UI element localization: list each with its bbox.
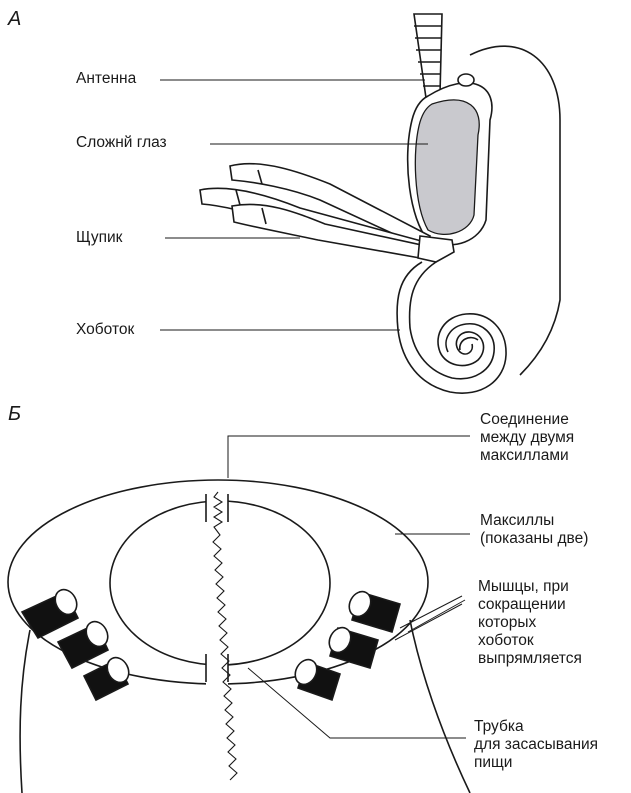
label-maxillae-joint: Соединение между двумя максиллами: [480, 411, 574, 465]
panel-a-drawing: [160, 14, 560, 393]
ocellus: [458, 74, 474, 86]
label-muscles: Мышцы, при сокращении которых хоботок вы…: [478, 578, 582, 668]
right-side-curve: [410, 620, 470, 793]
label-antenna: Антенна: [76, 70, 136, 88]
label-food-tube: Трубка для засасывания пищи: [474, 718, 598, 772]
panel-a-letter: А: [8, 8, 21, 31]
palps-drawing: [200, 164, 430, 258]
bottom-joint-gap: [206, 648, 228, 688]
top-joint-gap: [206, 490, 228, 526]
label-maxillae: Максиллы (показаны две): [480, 512, 588, 548]
label-proboscis: Хоботок: [76, 321, 134, 339]
label-compound-eye: Сложнй глаз: [76, 134, 167, 152]
label-palp: Щупик: [76, 229, 122, 247]
proboscis-drawing: [397, 262, 506, 393]
antenna-drawing: [414, 14, 442, 98]
panel-b-letter: Б: [8, 403, 21, 426]
left-side-curve: [20, 630, 30, 793]
mouthpart-base: [418, 236, 454, 262]
compound-eye-drawing: [415, 100, 479, 234]
